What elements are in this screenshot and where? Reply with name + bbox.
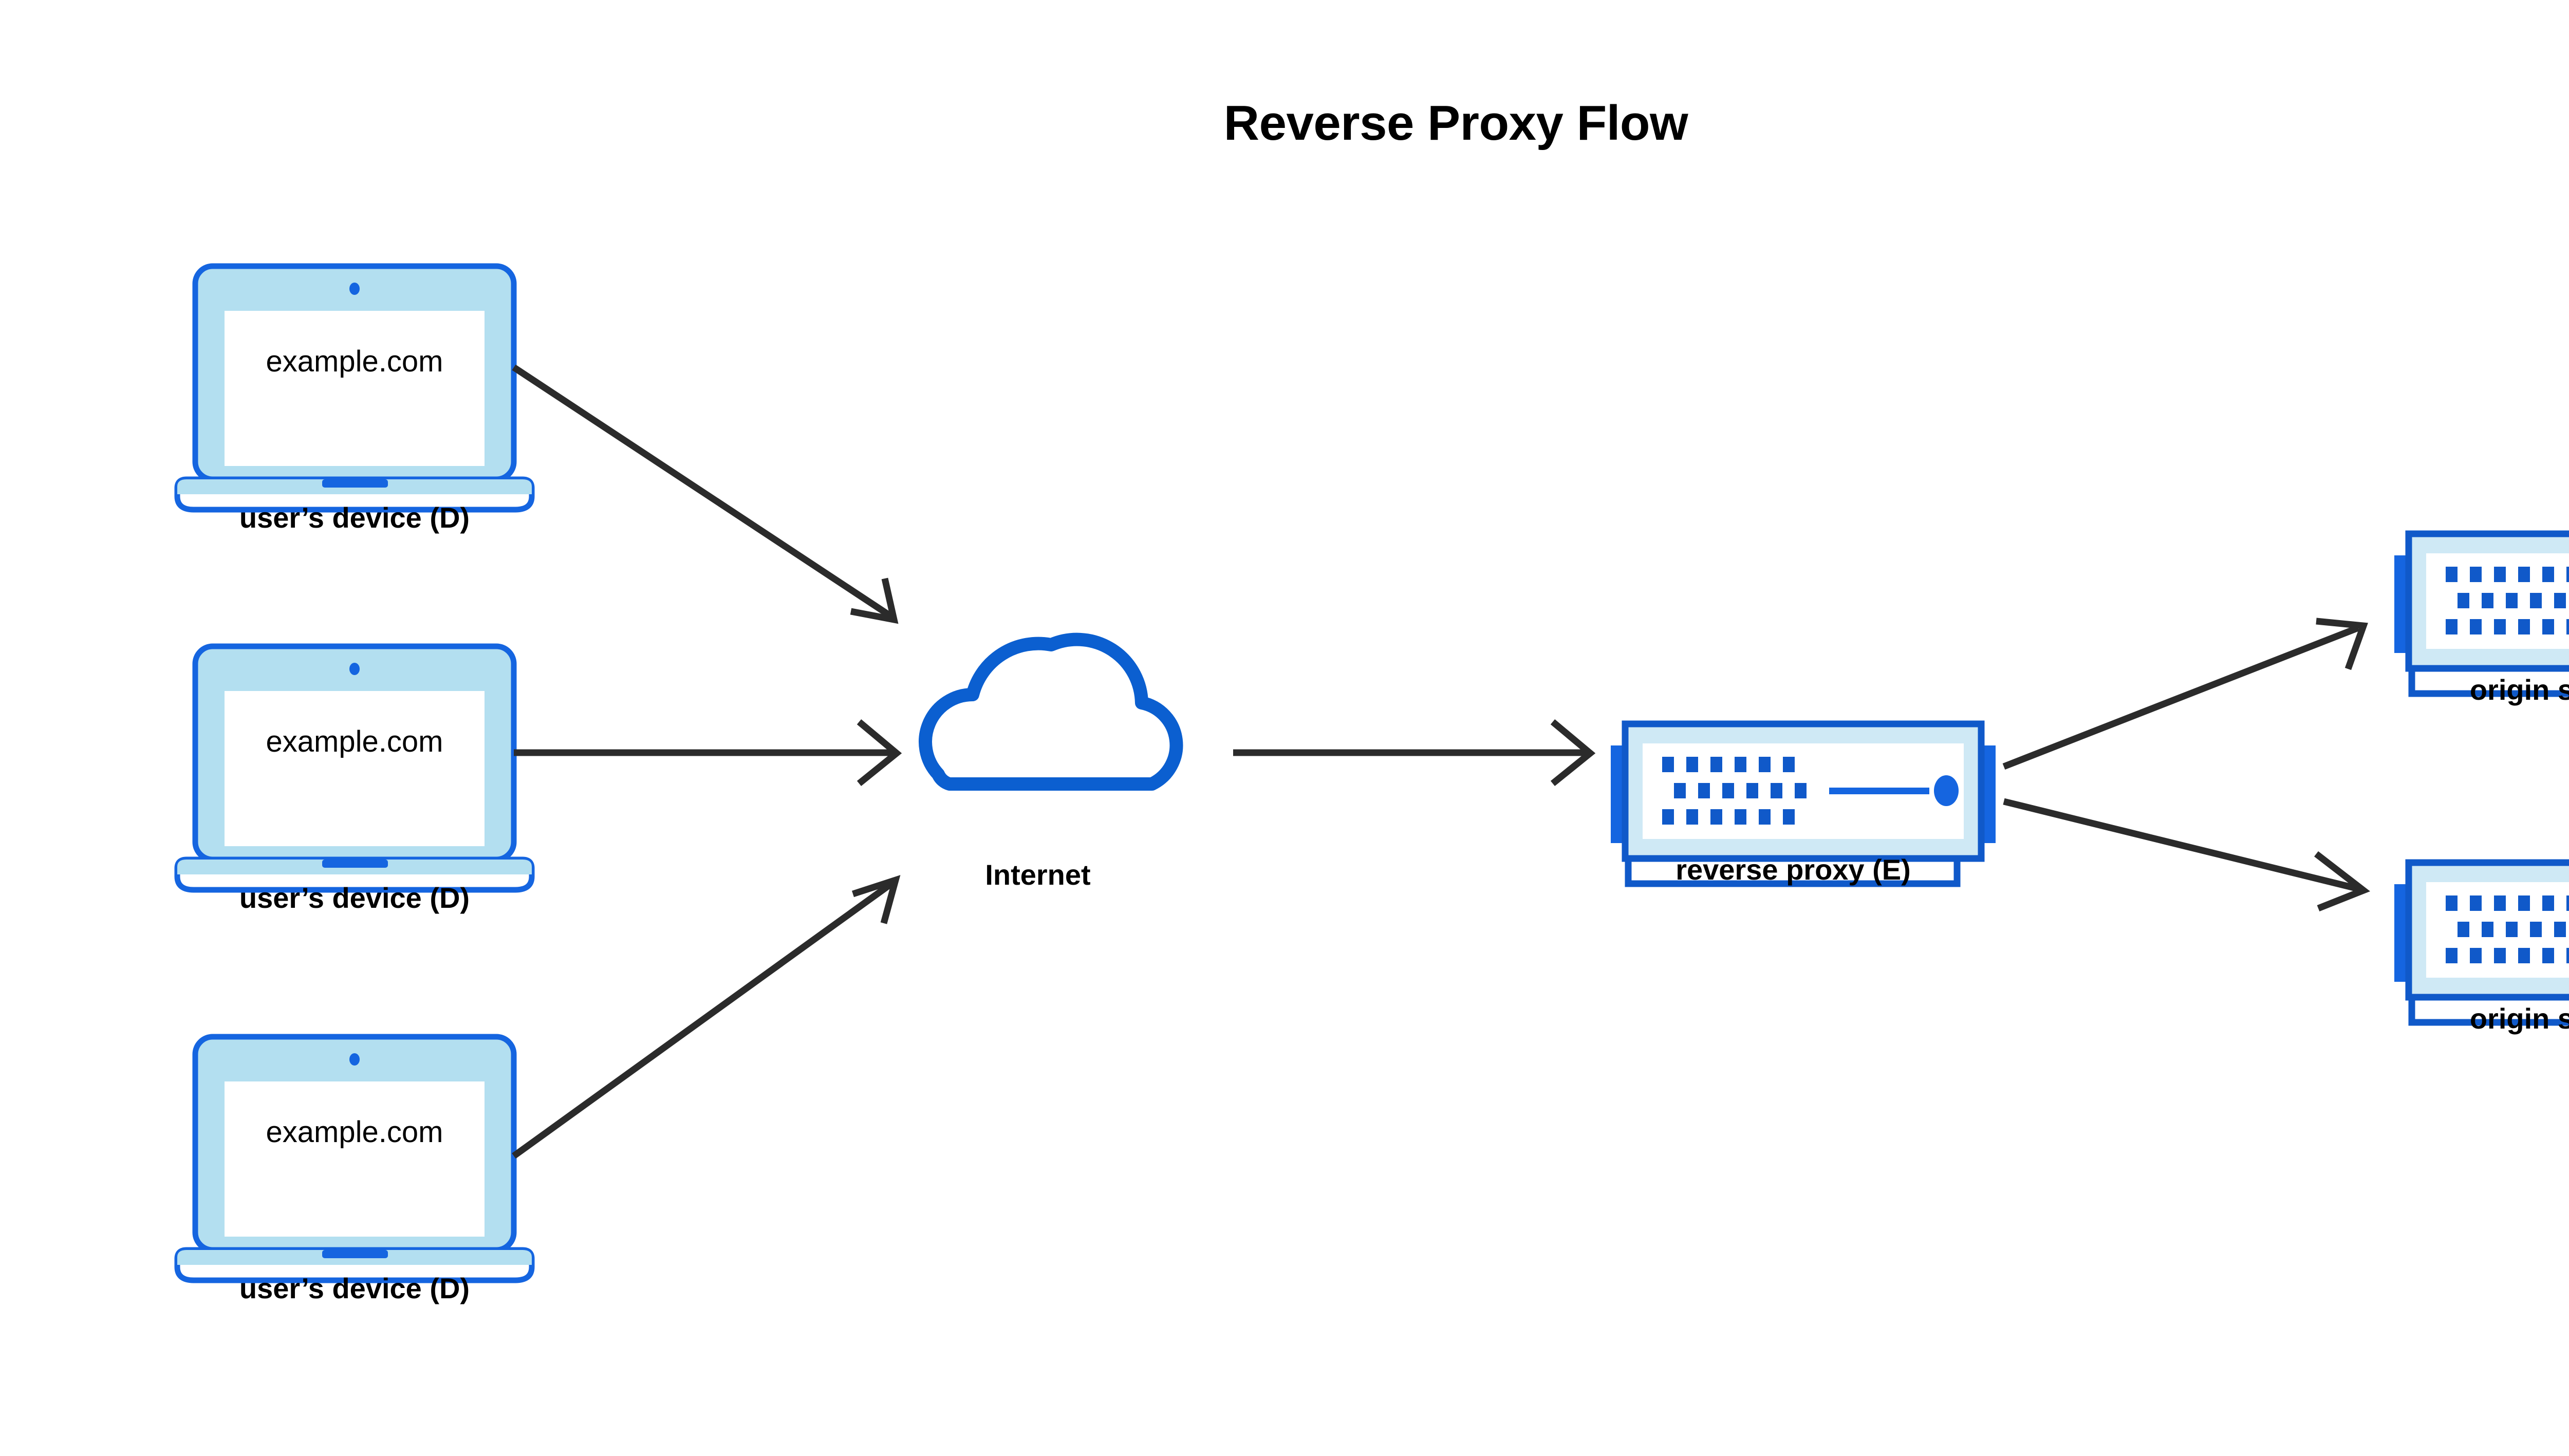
reverse-proxy-label: reverse proxy (E) [1676, 853, 1911, 886]
origin-server-label: origin server (F) [2469, 674, 2569, 706]
arrow-proxy-to-origin-top [2002, 618, 2368, 770]
arrow-client-bottom-to-internet [512, 875, 901, 1159]
page-title: Reverse Proxy Flow [1223, 96, 1688, 151]
arrow-proxy-to-origin-bottom [2003, 798, 2371, 912]
laptop-screen-text: example.com [266, 345, 443, 378]
cloud-icon [925, 640, 1176, 784]
client-label: user’s device (D) [239, 1272, 470, 1304]
server-icon [2394, 863, 2569, 1022]
client-label: user’s device (D) [239, 882, 470, 914]
arrow-internet-to-proxy [1233, 719, 1596, 787]
internet-label: Internet [985, 858, 1091, 891]
laptop-icon [177, 646, 532, 890]
laptop-icon [177, 1037, 532, 1280]
laptop-icon [177, 266, 532, 510]
origin-server-label: origin server (F) [2469, 1002, 2569, 1035]
server-icon [2394, 534, 2569, 694]
arrow-client-top-to-internet [512, 364, 899, 624]
laptop-screen-text: example.com [266, 725, 443, 758]
laptop-screen-text: example.com [266, 1115, 443, 1149]
arrow-client-middle-to-internet [514, 719, 902, 787]
client-label: user’s device (D) [239, 501, 470, 534]
